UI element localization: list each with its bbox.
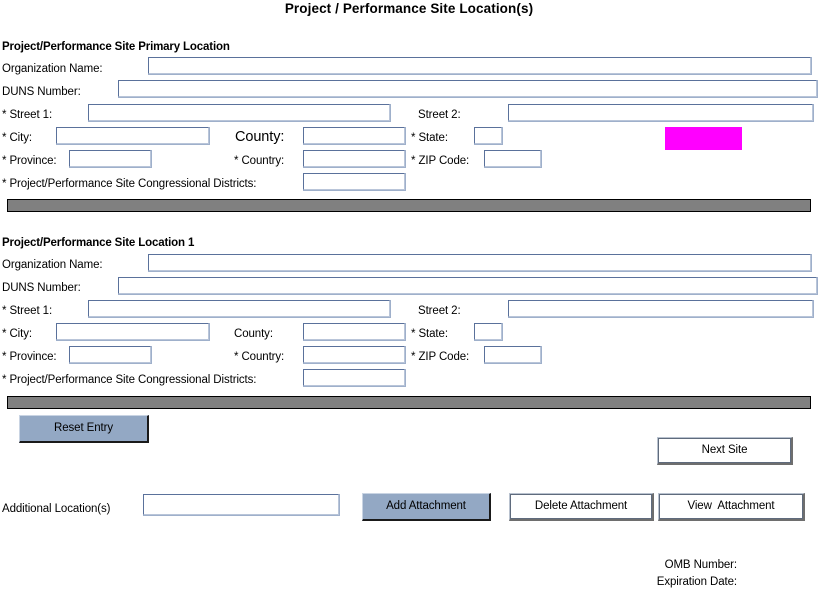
field-wrap — [303, 346, 406, 364]
next-site-button-label: Next Site — [658, 438, 791, 463]
field-wrap — [88, 300, 391, 318]
field-wrap — [56, 323, 210, 341]
input-duns-number-primary[interactable] — [118, 80, 817, 97]
field-wrap — [69, 346, 152, 364]
label-county-primary: County: — [235, 129, 285, 145]
label-organization-name-primary: Organization Name: — [2, 63, 103, 75]
input-street1-location-1[interactable] — [88, 300, 390, 317]
input-congressional-districts-primary[interactable] — [303, 173, 405, 190]
input-street2-primary[interactable] — [508, 104, 813, 121]
section-heading-location-1: Project/Performance Site Location 1 — [2, 237, 195, 249]
field-wrap — [148, 254, 812, 272]
field-wrap — [508, 104, 814, 122]
view-attachment-button-label: View Attachment — [659, 494, 803, 519]
reset-entry-button[interactable]: Reset Entry — [19, 415, 149, 443]
input-city-primary[interactable] — [56, 127, 209, 144]
label-congressional-districts-location-1: * Project/Performance Site Congressional… — [2, 374, 257, 386]
field-wrap — [88, 104, 391, 122]
label-country-primary: * Country: — [234, 155, 285, 167]
delete-attachment-button[interactable]: Delete Attachment — [509, 493, 654, 521]
label-duns-number-location-1: DUNS Number: — [2, 282, 81, 294]
view-attachment-button[interactable]: View Attachment — [658, 493, 805, 521]
next-site-button[interactable]: Next Site — [657, 437, 793, 465]
field-wrap — [303, 127, 406, 145]
field-wrap — [508, 300, 814, 318]
input-additional-locations[interactable] — [143, 494, 339, 515]
label-country-location-1: * Country: — [234, 351, 285, 363]
expiration-date-label: Expiration Date: — [656, 576, 737, 588]
field-wrap — [118, 277, 818, 295]
field-wrap — [148, 57, 812, 75]
label-street1-primary: * Street 1: — [2, 109, 53, 121]
section-separator-bar — [7, 396, 811, 409]
label-organization-name-location-1: Organization Name: — [2, 259, 103, 271]
input-zip-location-1[interactable] — [484, 346, 541, 363]
field-wrap — [303, 369, 406, 387]
input-country-location-1[interactable] — [303, 346, 405, 363]
section-separator-bar — [7, 199, 811, 212]
label-city-location-1: * City: — [2, 328, 32, 340]
input-county-primary[interactable] — [303, 127, 405, 144]
label-street2-primary: Street 2: — [418, 109, 461, 121]
field-wrap — [303, 150, 406, 168]
input-organization-name-location-1[interactable] — [148, 254, 811, 271]
page-title: Project / Performance Site Location(s) — [284, 1, 534, 16]
input-state-primary[interactable] — [474, 127, 502, 144]
add-attachment-button[interactable]: Add Attachment — [362, 493, 491, 521]
label-state-primary: * State: — [411, 132, 448, 144]
field-wrap — [118, 80, 818, 98]
input-zip-primary[interactable] — [484, 150, 541, 167]
field-wrap — [484, 346, 542, 364]
omb-number-label: OMB Number: — [664, 559, 737, 571]
label-city-primary: * City: — [2, 132, 32, 144]
input-state-location-1[interactable] — [474, 323, 502, 340]
label-zip-primary: * ZIP Code: — [411, 155, 470, 167]
field-wrap — [303, 173, 406, 191]
label-street2-location-1: Street 2: — [418, 305, 461, 317]
input-country-primary[interactable] — [303, 150, 405, 167]
label-street1-location-1: * Street 1: — [2, 305, 53, 317]
input-county-location-1[interactable] — [303, 323, 405, 340]
delete-attachment-button-label: Delete Attachment — [510, 494, 652, 519]
label-province-location-1: * Province: — [2, 351, 57, 363]
section-heading-primary: Project/Performance Site Primary Locatio… — [2, 41, 230, 53]
label-zip-location-1: * ZIP Code: — [411, 351, 470, 363]
field-wrap — [484, 150, 542, 168]
input-street2-location-1[interactable] — [508, 300, 813, 317]
field-wrap — [56, 127, 210, 145]
field-wrap — [69, 150, 152, 168]
field-wrap — [143, 494, 340, 516]
input-city-location-1[interactable] — [56, 323, 209, 340]
input-congressional-districts-location-1[interactable] — [303, 369, 405, 386]
required-field-highlight — [665, 127, 742, 150]
label-state-location-1: * State: — [411, 328, 448, 340]
input-duns-number-location-1[interactable] — [118, 277, 817, 294]
field-wrap — [474, 323, 503, 341]
input-province-primary[interactable] — [69, 150, 151, 167]
label-province-primary: * Province: — [2, 155, 57, 167]
input-province-location-1[interactable] — [69, 346, 151, 363]
label-duns-number-primary: DUNS Number: — [2, 86, 81, 98]
label-congressional-districts-primary: * Project/Performance Site Congressional… — [2, 178, 257, 190]
field-wrap — [474, 127, 503, 145]
input-street1-primary[interactable] — [88, 104, 390, 121]
field-wrap — [303, 323, 406, 341]
label-county-location-1: County: — [234, 328, 273, 340]
input-organization-name-primary[interactable] — [148, 57, 811, 74]
label-additional-locations: Additional Location(s) — [2, 503, 111, 515]
